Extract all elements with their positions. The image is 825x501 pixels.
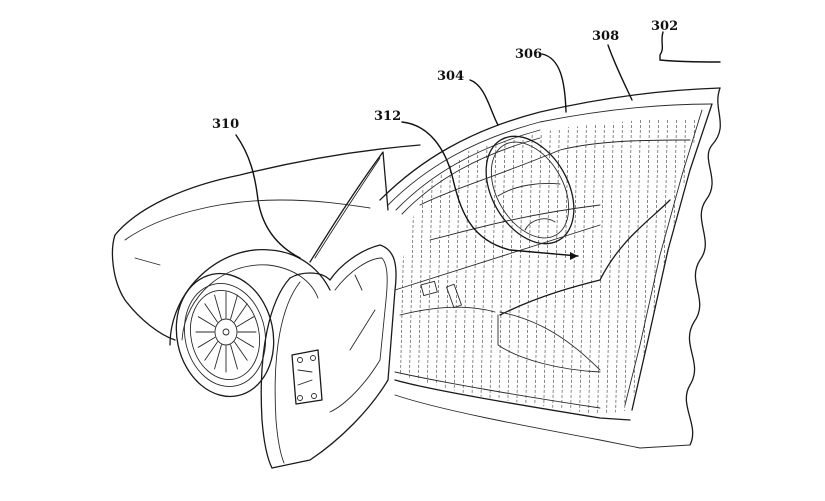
hatch-line (470, 118, 480, 415)
leader-lines (235, 31, 721, 260)
leader-312 (401, 121, 579, 257)
hatch-line (614, 118, 624, 415)
label-304: 304 (437, 69, 464, 84)
hatch-line (506, 118, 516, 415)
leader-304 (469, 79, 499, 126)
wheel-spoke (214, 344, 222, 370)
wheel-spoke (234, 303, 248, 323)
hatch-line (524, 118, 534, 415)
arrowhead (570, 252, 578, 260)
hatch-line (443, 118, 453, 415)
hatch-line (497, 118, 507, 415)
wheel-spoke (234, 341, 248, 361)
wheel-spoke (197, 336, 216, 348)
hatch-line (632, 118, 642, 415)
leader-302 (659, 31, 721, 63)
hatch-line (587, 118, 597, 415)
wheel-spoke (197, 316, 216, 328)
hatch-line (542, 118, 552, 415)
label-308: 308 (592, 29, 619, 44)
hatch-line (578, 118, 588, 415)
hatch-line (395, 118, 399, 415)
hatch-line (650, 118, 660, 415)
leader-308 (607, 44, 633, 101)
car-body (111, 87, 721, 449)
wheel-spoke (230, 344, 238, 370)
hatch-line (569, 118, 579, 415)
wheel-spoke (214, 294, 222, 320)
label-302: 302 (651, 19, 678, 34)
hatch-line (596, 118, 606, 415)
hatch-line (677, 118, 687, 415)
hatch-line (560, 118, 570, 415)
interior (394, 135, 691, 373)
hatch-line (668, 118, 678, 415)
hatch-line (398, 118, 408, 415)
wheel-spoke (236, 336, 255, 348)
leader-310 (235, 134, 301, 259)
wheel-spoke (204, 341, 218, 361)
hatch-line (695, 118, 700, 415)
hatch-line (623, 118, 633, 415)
label-312: 312 (374, 109, 401, 124)
hatch-line (407, 118, 417, 415)
leader-306 (541, 53, 567, 113)
hatch-line (605, 118, 615, 415)
hatch-line (551, 118, 561, 415)
hatch-line (515, 118, 525, 415)
wheel-spokes (195, 291, 257, 373)
hatch-line (416, 118, 426, 415)
hatch-line (641, 118, 651, 415)
hatch-line (488, 118, 498, 415)
label-306: 306 (515, 47, 542, 62)
hatch-line (461, 118, 471, 415)
wheel-spoke (236, 316, 255, 328)
label-310: 310 (212, 117, 239, 132)
hatch-line (533, 118, 543, 415)
open-door (260, 151, 397, 469)
wheel-spoke (230, 294, 238, 320)
reference-labels: 302 304 306 308 310 312 (212, 19, 678, 132)
wheel-spoke (204, 303, 218, 323)
